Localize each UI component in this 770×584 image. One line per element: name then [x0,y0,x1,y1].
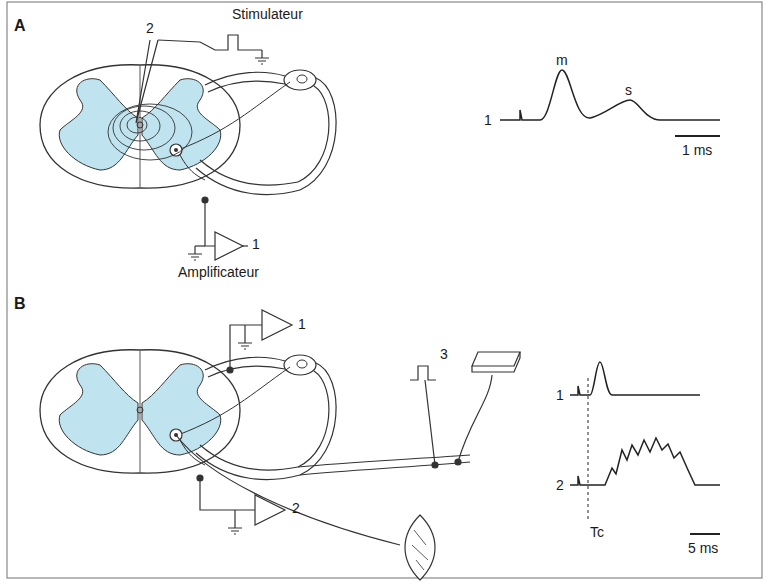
panel-letter: B [14,296,26,312]
amplifier-b2 [197,475,285,525]
spinal-cord-a [40,65,336,195]
muscle [405,515,435,580]
callout-label: Stimulateur [232,6,303,22]
callout-label: Tc [590,524,604,540]
traces-b [570,362,720,534]
spinal-cord-b [40,350,336,480]
panel-letter: A [14,18,26,34]
callout-label: Amplificateur [178,264,259,280]
callout-label: s [625,82,632,98]
callout-label: 2 [556,477,564,493]
callout-label: 1 [484,112,492,128]
amplifier-b1 [227,310,292,373]
callout-label: m [556,52,568,68]
callout-label: 2 [146,20,154,36]
stimulating-electrodes-b [410,352,520,468]
callout-label: 1 [556,387,564,403]
callout-label: 3 [440,346,448,362]
stimulation-field [108,104,192,160]
callout-label: 5 ms [688,540,718,556]
trace-a [500,70,720,136]
frame [7,2,762,578]
callout-label: 1 ms [682,142,712,158]
amplifier-a [195,197,243,260]
stimulating-electrode [136,35,262,123]
callout-label: 1 [298,316,306,332]
amplifier-output [243,245,248,246]
callout-label: 2 [292,500,300,516]
callout-label: 1 [252,236,260,252]
